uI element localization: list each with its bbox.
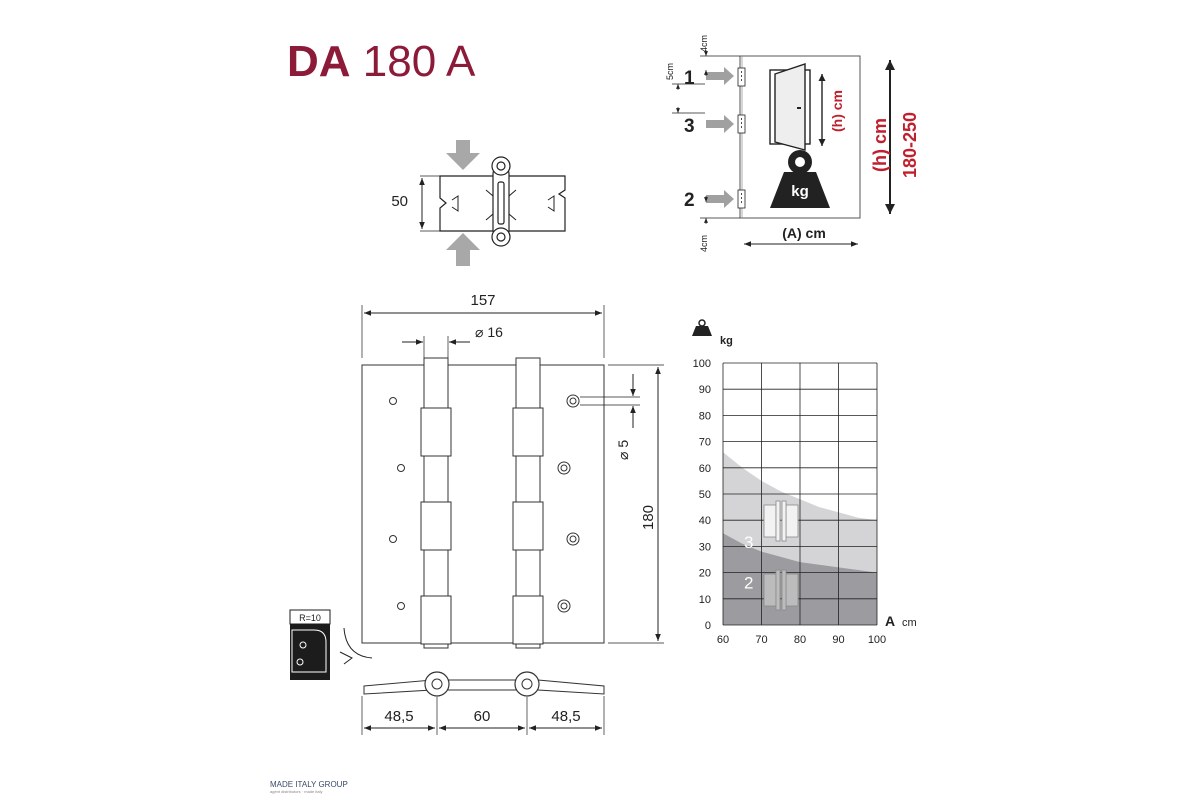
title-series: DA: [287, 37, 351, 86]
door-width-label: (A) cm: [782, 225, 826, 241]
section-view: [439, 156, 566, 247]
chart-series-label-2: 2: [744, 573, 753, 592]
offset-top-label: 4cm: [699, 35, 709, 52]
hinge-arrow-icon: [706, 67, 734, 208]
chart-y-label: kg: [720, 335, 733, 347]
hole-diameter-label: ⌀ 5: [615, 440, 631, 460]
pin-diameter-label: ⌀ 16: [475, 324, 503, 340]
title-model: 180 A: [362, 37, 476, 86]
door-icon: [769, 63, 811, 151]
section-height-dimension: 50: [391, 175, 440, 232]
chart-y-tick-label: 40: [699, 515, 711, 527]
offset-bottom-label: 4cm: [699, 235, 709, 252]
door-inner-height-label: (h) cm: [829, 90, 845, 132]
product-title: DA 180 A: [287, 40, 475, 84]
hinge-bottom-view: 48,5 60 48,5: [361, 671, 605, 735]
chart-hinge-icon-2: [763, 569, 799, 611]
front-width-label: 157: [470, 292, 495, 309]
chart-hinge-icon-3: [763, 500, 799, 542]
section-height-label: 50: [391, 193, 408, 210]
weight-label: kg: [791, 183, 809, 200]
chart-y-tick-label: 90: [699, 384, 711, 396]
chart-y-tick-label: 0: [705, 620, 711, 632]
chart-y-tick-label: 70: [699, 437, 711, 449]
bottom-dim-left: 48,5: [384, 708, 413, 725]
chart-x-tick-label: 60: [717, 634, 729, 646]
hinge-front-view: 157 ⌀ 16 ⌀ 5 180: [361, 292, 664, 649]
bottom-dim-middle: 60: [474, 708, 491, 725]
load-chart: kg 0 10 20 30 40 50 60 70 80 90 100 60 70 80 90 100 3 2…: [692, 319, 917, 646]
offset-mid-label: 5cm: [665, 63, 675, 80]
chart-y-tick-label: 30: [699, 541, 711, 553]
weight-icon: kg: [770, 150, 830, 208]
chart-y-tick-label: 100: [693, 358, 711, 370]
chart-y-tick-label: 20: [699, 568, 711, 580]
hinge-marker-3: 3: [684, 116, 695, 137]
press-arrow-bottom-icon: [446, 233, 480, 266]
front-height-label: 180: [640, 505, 657, 530]
chart-y-tick-label: 50: [699, 489, 711, 501]
radius-label: R=10: [299, 613, 321, 623]
bottom-dim-right: 48,5: [551, 708, 580, 725]
brand-footer: MADE ITALY GROUP agent distributors · ma…: [270, 780, 348, 794]
weight-unit-icon: [692, 319, 712, 336]
chart-y-tick-label: 60: [699, 463, 711, 475]
brand-tagline: agent distributors · made italy: [270, 789, 323, 794]
door-outer-height-label: (h) cm: [870, 118, 890, 172]
chart-x-tick-label: 90: [832, 634, 844, 646]
hinge-marker-2: 2: [684, 190, 695, 211]
chart-series-label-3: 3: [744, 533, 753, 552]
press-arrow-top-icon: [446, 140, 480, 170]
radius-detail: R=10: [289, 609, 373, 680]
chart-x-unit: cm: [902, 617, 917, 629]
hinge-marker-1: 1: [684, 68, 695, 89]
chart-y-tick-label: 80: [699, 410, 711, 422]
chart-x-tick-label: 100: [868, 634, 886, 646]
chart-x-label: A: [885, 613, 895, 629]
hinge-marker-icon: [737, 67, 746, 209]
door-outer-height-range: 180-250: [900, 112, 920, 178]
door-diagram: 1 3 2 4cm 5cm 4cm (h) cm: [665, 35, 920, 252]
chart-x-tick-label: 70: [755, 634, 767, 646]
brand-name: MADE ITALY GROUP: [270, 780, 348, 789]
chart-x-tick-label: 80: [794, 634, 806, 646]
chart-y-tick-label: 10: [699, 594, 711, 606]
